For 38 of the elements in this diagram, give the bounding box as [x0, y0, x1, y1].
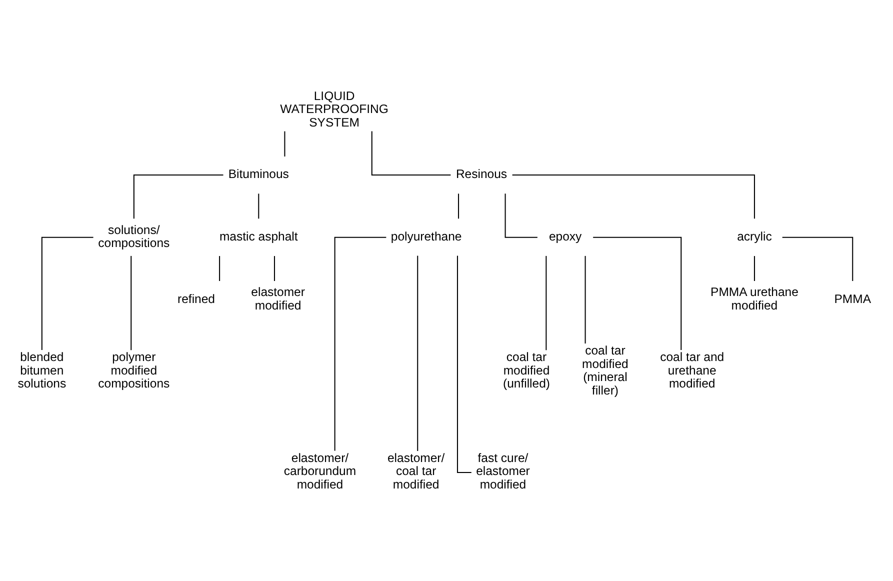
node-text: fast cure/ elastomer modified [476, 450, 530, 491]
node-text: coal tar modified (mineral filler) [582, 342, 628, 397]
node-text: solutions/ compositions [98, 222, 170, 250]
connector [512, 174, 755, 218]
connector [782, 236, 854, 280]
node-text: Bituminous [228, 166, 289, 181]
connector [133, 174, 224, 218]
node-text: acrylic [737, 228, 772, 243]
connector [458, 193, 460, 218]
connector [274, 256, 275, 280]
connector [284, 130, 286, 156]
connector [417, 255, 418, 450]
connector [371, 130, 451, 175]
node-text: refined [178, 291, 216, 306]
node-text: mastic asphalt [219, 228, 298, 243]
node-text: polyurethane [390, 228, 462, 243]
node-text: LIQUID WATERPROOFING SYSTEM [280, 88, 388, 130]
connector [504, 193, 538, 238]
connector [41, 236, 94, 350]
connector [130, 255, 132, 350]
node-text: elastomer modified [251, 284, 305, 312]
node-text: PMMA [834, 291, 871, 306]
connector [219, 256, 220, 280]
connector [258, 193, 260, 218]
connector [593, 236, 682, 350]
node-text: elastomer/ carborundum modified [284, 450, 356, 491]
node-text: coal tar and urethane modified [660, 350, 724, 390]
node-text: epoxy [548, 228, 582, 243]
node-text: Resinous [456, 166, 508, 181]
node-text: blended bitumen solutions [18, 350, 66, 390]
connector [546, 255, 547, 350]
connector [334, 236, 386, 450]
node-text: polymer modified compositions [98, 350, 170, 390]
node-text: PMMA urethane modified [710, 284, 798, 312]
connector [584, 255, 586, 343]
node-text: coal tar modified (unfilled) [503, 350, 550, 390]
connector [754, 256, 755, 280]
node-text: elastomer/ coal tar modified [387, 450, 445, 491]
